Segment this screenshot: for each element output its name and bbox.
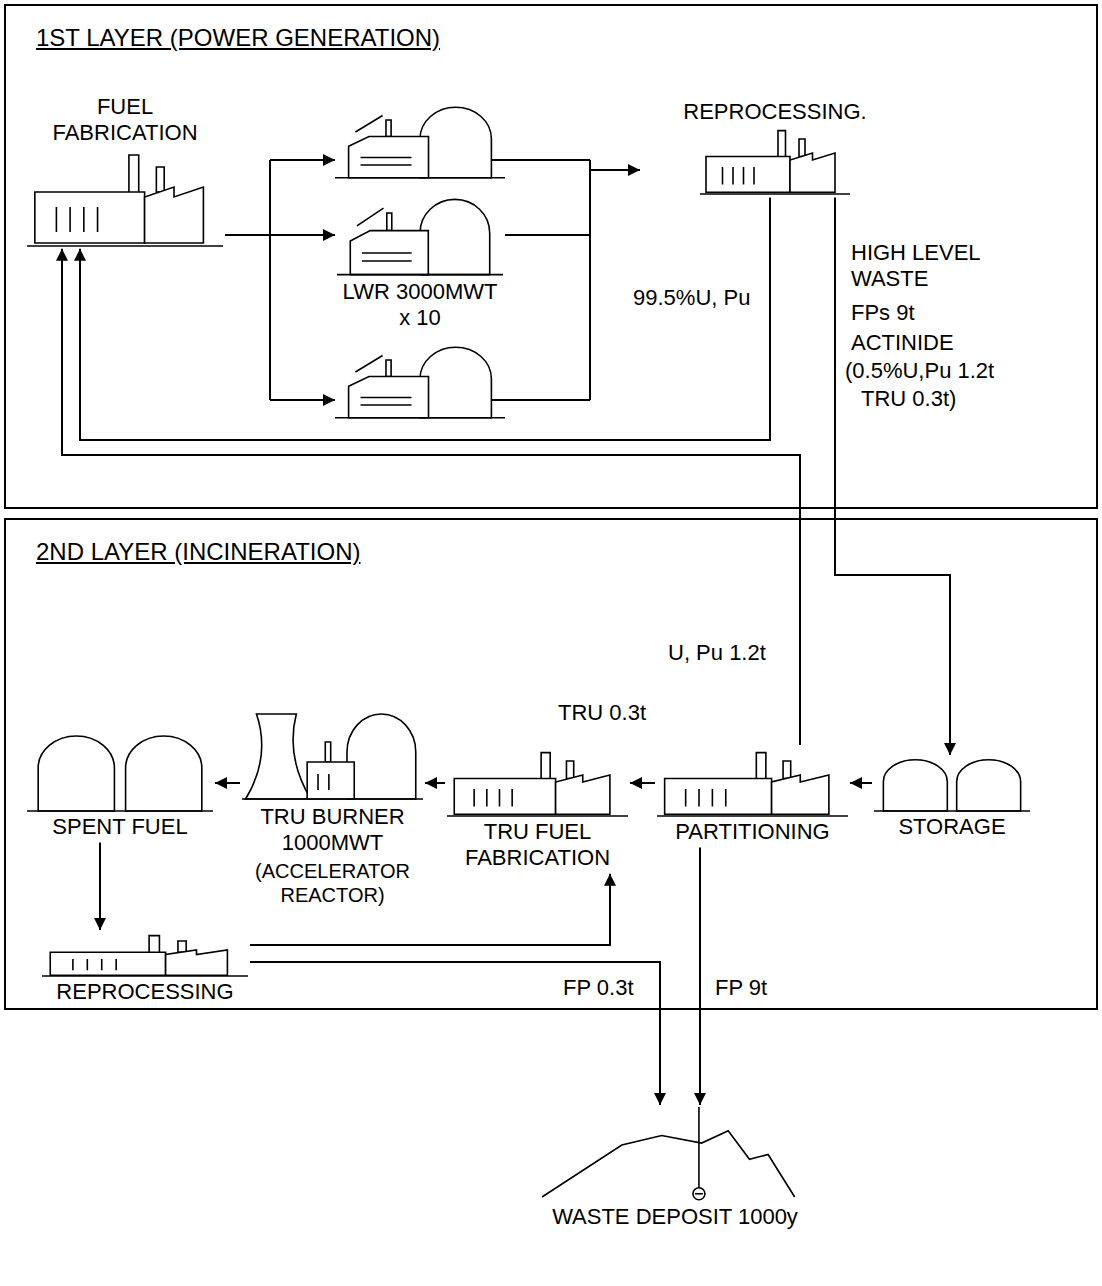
extra-reactors (270, 107, 590, 418)
flow-arrow (850, 782, 872, 784)
waste-note: FPs 9t (848, 300, 918, 326)
reactor-icon (335, 347, 505, 418)
tanks-icon (27, 732, 213, 812)
connectors (62, 170, 950, 1105)
factory-icon (27, 147, 223, 247)
flow-arrow (62, 249, 800, 745)
waste-note: TRU 0.3t) (858, 386, 959, 412)
facility-label: PARTITIONING (675, 819, 829, 845)
burner-icon (242, 702, 423, 802)
facility-node: WASTE DEPOSIT 1000y (540, 1105, 810, 1232)
layer-title: 2ND LAYER (INCINERATION) (6, 520, 1096, 567)
facility-label: FUEL FABRICATION (27, 94, 223, 147)
flow-arrow (505, 170, 640, 235)
facility-node: REPROCESSING. (640, 95, 910, 197)
facility-label: TRU FUEL FABRICATION (447, 819, 628, 872)
facility-label: WASTE DEPOSIT 1000y (552, 1204, 798, 1230)
facility-label: REPROCESSING (56, 979, 233, 1005)
facility-node: STORAGE (872, 755, 1032, 842)
branch-line (270, 399, 335, 401)
flow-arrow (699, 847, 701, 1105)
branch-line (270, 159, 335, 161)
flow-arrow (250, 962, 660, 1105)
branch-line (269, 160, 271, 400)
flow-arrow (225, 234, 335, 236)
flow-arrow (99, 842, 101, 930)
deposit-icon (542, 1107, 808, 1202)
facility-label: LWR 3000MWT x 10 (337, 279, 503, 332)
flow-arrow (215, 782, 240, 784)
flow-arrow (630, 782, 655, 784)
factory-icon (42, 932, 248, 977)
facility-node: REPROCESSING (40, 930, 250, 1007)
factory-icon (447, 747, 628, 817)
facility-node: SPENT FUEL (25, 730, 215, 842)
facility-node: FUEL FABRICATION (25, 90, 225, 249)
flow-quantity: FP 0.3t (560, 975, 637, 1001)
layer-title: 1ST LAYER (POWER GENERATION) (6, 6, 1096, 53)
facility-node: LWR 3000MWT x 10 (335, 195, 505, 334)
waste-note: (0.5%U,Pu 1.2t (842, 358, 997, 384)
flow-quantity: TRU 0.3t (555, 700, 649, 726)
facility-label: SPENT FUEL (52, 814, 187, 840)
flow-arrow (425, 782, 445, 784)
facility-label: (ACCELERATOR REACTOR) (242, 859, 423, 907)
flow-quantity: 99.5%U, Pu (630, 285, 753, 311)
layer-panel: 2ND LAYER (INCINERATION) STORAGE PARTITION… (4, 518, 1098, 1010)
reactor-icon (337, 197, 503, 277)
waste-note: HIGH LEVEL WASTE (848, 240, 1014, 293)
facility-label: STORAGE (898, 814, 1005, 840)
facility-label: REPROCESSING. (683, 99, 866, 125)
facility-node: TRU FUEL FABRICATION (445, 745, 630, 874)
facility-label: TRU BURNER 1000MWT (242, 804, 423, 857)
facility-node: PARTITIONING (655, 745, 850, 847)
flow-quantity: U, Pu 1.2t (665, 640, 769, 666)
flow-quantity: FP 9t (712, 975, 770, 1001)
waste-note: ACTINIDE (848, 330, 957, 356)
tanks-icon (874, 757, 1030, 812)
factory-icon (700, 125, 850, 195)
branch-line (492, 399, 590, 401)
factory-icon (657, 747, 848, 817)
branch-line (492, 159, 590, 161)
reactor-icon (335, 107, 505, 178)
facility-node: TRU BURNER 1000MWT(ACCELERATOR REACTOR) (240, 700, 425, 909)
